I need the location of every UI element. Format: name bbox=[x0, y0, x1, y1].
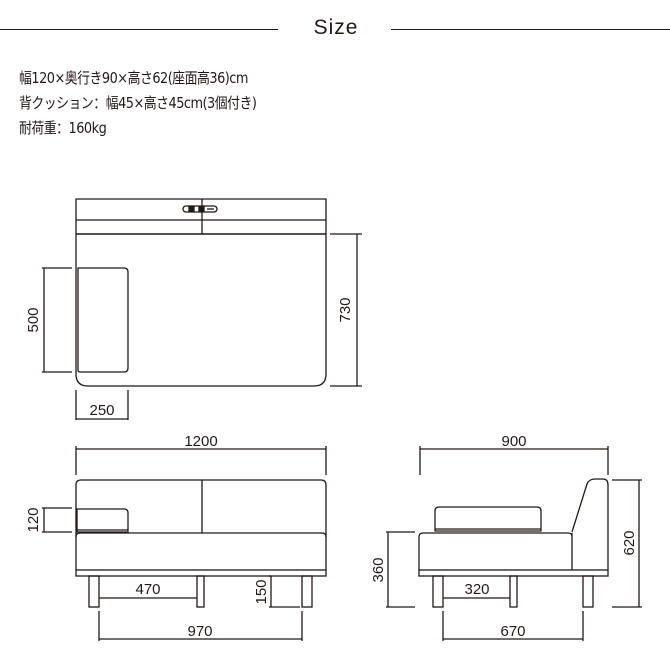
side-view-drawing bbox=[418, 478, 609, 608]
dim-label-120: 120 bbox=[25, 507, 42, 532]
dim-label-670: 670 bbox=[500, 623, 525, 640]
section-header: Size bbox=[0, 16, 670, 44]
dim-label-360: 360 bbox=[370, 557, 387, 582]
header-rule-left bbox=[0, 29, 278, 30]
dim-label-900: 900 bbox=[501, 433, 526, 450]
side-view-dimensions bbox=[386, 446, 642, 641]
dim-label-730: 730 bbox=[337, 297, 354, 322]
dim-label-320: 320 bbox=[464, 581, 489, 598]
spec-list: 幅120×奥行き90×高さ62(座面高36)cm 背クッション：幅45×高さ45… bbox=[19, 66, 295, 141]
front-view-drawing bbox=[75, 479, 327, 608]
dim-label-470: 470 bbox=[135, 581, 160, 598]
top-view-dimensions bbox=[42, 233, 362, 420]
dim-label-620: 620 bbox=[621, 530, 638, 555]
front-view-dimensions bbox=[42, 446, 327, 641]
dim-label-970: 970 bbox=[187, 623, 212, 640]
dim-label-250: 250 bbox=[89, 402, 114, 419]
spec-dimensions: 幅120×奥行き90×高さ62(座面高36)cm bbox=[19, 69, 248, 87]
top-view-drawing bbox=[75, 198, 327, 387]
dim-label-150: 150 bbox=[253, 579, 270, 604]
header-rule-right bbox=[391, 29, 670, 30]
dim-label-1200: 1200 bbox=[184, 433, 217, 450]
spec-back-cushion: 背クッション：幅45×高さ45cm(3個付き) bbox=[19, 94, 257, 112]
section-title: Size bbox=[313, 16, 359, 39]
spec-load-capacity: 耐荷重：160kg bbox=[19, 119, 107, 137]
dim-label-500: 500 bbox=[25, 307, 42, 332]
